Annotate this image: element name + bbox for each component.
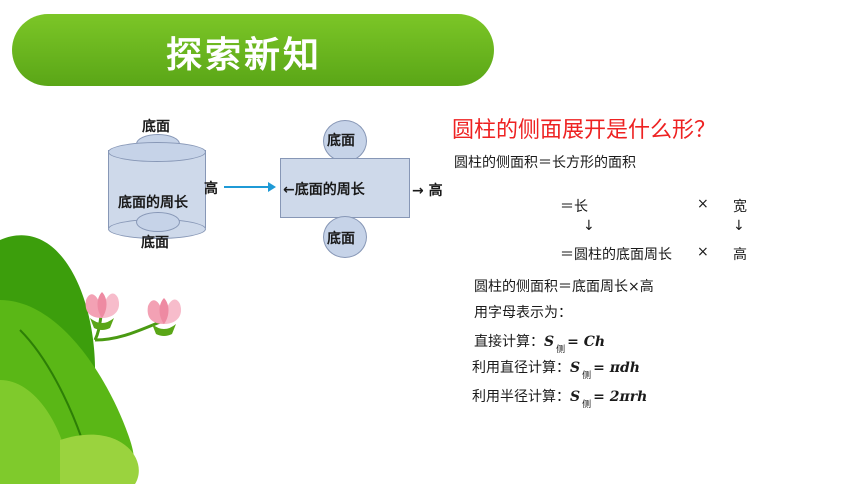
arrow-left-glyph: ← xyxy=(283,182,295,198)
title-banner xyxy=(12,14,494,86)
row1-equation: ＝长 xyxy=(560,199,588,215)
formula-expr: = 2πrh xyxy=(593,389,648,405)
unrolled-top-label: 底面 xyxy=(327,133,355,149)
formula-subscript: 侧 xyxy=(582,371,592,381)
row1-width: 宽 xyxy=(733,199,747,215)
letter-notation-intro: 用字母表示为： xyxy=(474,305,572,321)
cylinder-bottom-label: 底面 xyxy=(141,235,169,251)
unroll-arrow-icon xyxy=(224,182,276,192)
formula-var: S xyxy=(544,334,555,350)
flower-left-icon xyxy=(85,292,120,330)
formula-expr: = πdh xyxy=(593,360,640,376)
arrow-right-glyph: → xyxy=(412,183,424,199)
formula-expr: = Ch xyxy=(567,334,606,350)
page-title: 探索新知 xyxy=(166,35,323,76)
cylinder-top-rim xyxy=(108,142,206,162)
height-text: 高 xyxy=(428,183,443,199)
question-heading: 圆柱的侧面展开是什么形？ xyxy=(452,118,717,143)
row2-height: 高 xyxy=(733,247,747,263)
down-arrow-left-icon: ↓ xyxy=(583,218,595,234)
formula-var: S xyxy=(570,360,581,376)
flower-right-icon xyxy=(147,298,182,336)
cylinder-side-label: 底面的周长 xyxy=(116,192,190,212)
formula-subscript: 侧 xyxy=(556,345,566,355)
unrolled-top-circle xyxy=(323,120,367,162)
formula-label: 利用半径计算： xyxy=(472,389,570,405)
row2-equation: ＝圆柱的底面周长 xyxy=(560,247,672,263)
cylinder-top-label: 底面 xyxy=(142,119,170,135)
row1-times: × xyxy=(697,196,709,212)
unrolled-bottom-label: 底面 xyxy=(327,231,355,247)
unrolled-bottom-circle xyxy=(323,216,367,258)
unrolled-rectangle xyxy=(280,158,410,218)
formula-subscript: 侧 xyxy=(582,400,592,410)
unrolled-length-label: ←底面的周长 xyxy=(283,179,365,199)
length-text: 底面的周长 xyxy=(294,182,365,198)
formula-label: 利用直径计算： xyxy=(472,360,570,376)
cylinder-height-label: 高 xyxy=(204,181,218,197)
formula-statement: 圆柱的侧面积＝底面周长×高 xyxy=(474,279,654,295)
formula-var: S xyxy=(570,389,581,405)
cylinder-bottom-disc xyxy=(136,212,180,232)
row2-times: × xyxy=(697,244,709,260)
formula-label: 直接计算： xyxy=(474,334,544,350)
unrolled-height-label: → 高 xyxy=(412,180,443,200)
lateral-area-statement: 圆柱的侧面积＝长方形的面积 xyxy=(454,155,636,171)
down-arrow-right-icon: ↓ xyxy=(733,218,745,234)
